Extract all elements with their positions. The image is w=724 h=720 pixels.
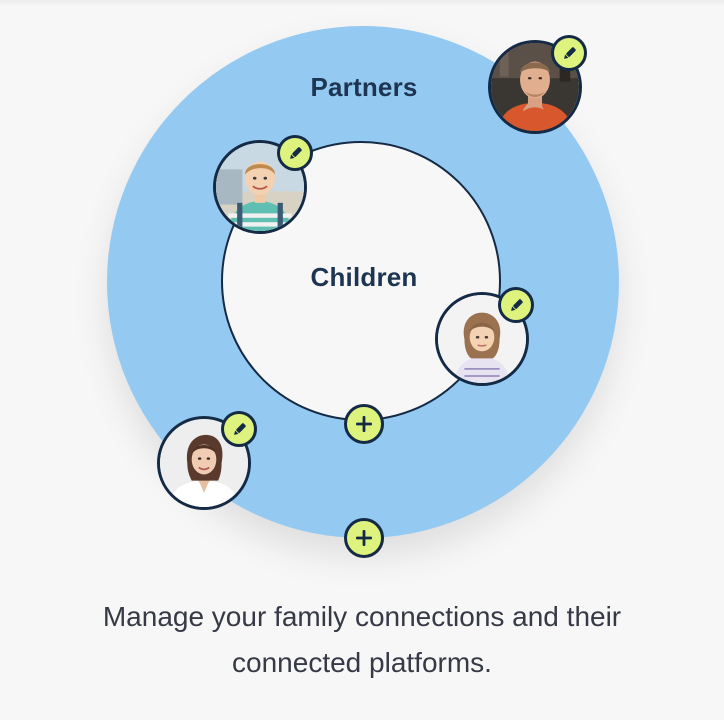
family-connections-caption: Manage your family connections and their… [102,601,622,678]
pencil-icon [233,422,246,435]
pencil-icon [563,46,576,59]
edit-partner-woman-button[interactable] [221,411,257,447]
add-partner-button[interactable] [344,518,384,558]
edit-child-girl-button[interactable] [498,287,534,323]
pencil-icon [510,298,523,311]
pencil-icon [289,146,302,159]
plus-icon [356,530,372,546]
children-label: Children [310,262,418,292]
top-edge-shadow [0,0,724,6]
girl-photo [438,295,526,383]
edit-partner-man-button[interactable] [551,35,587,71]
partners-label: Partners [310,72,418,102]
plus-icon [356,416,372,432]
add-child-button[interactable] [344,404,384,444]
child-avatar-girl[interactable] [435,292,529,386]
edit-child-boy-button[interactable] [277,135,313,171]
